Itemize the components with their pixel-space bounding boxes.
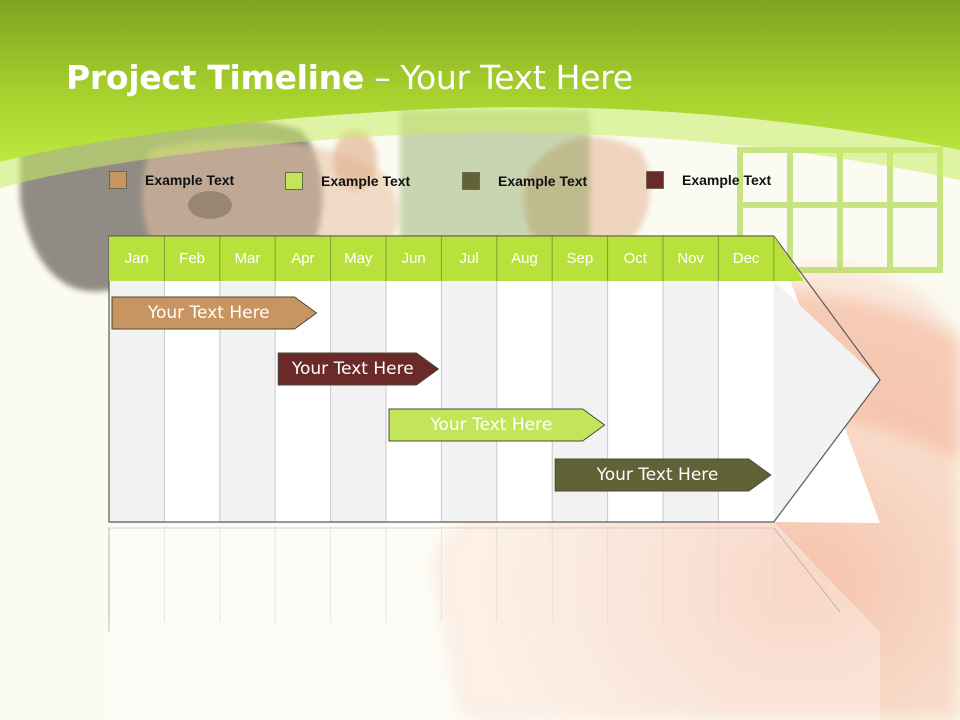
title-bold: Project Timeline: [66, 58, 364, 97]
month-header: [109, 235, 804, 281]
legend-label: Example Text: [682, 172, 772, 188]
month-label-sep: Sep: [566, 250, 594, 267]
month-label-feb: Feb: [179, 250, 206, 267]
task-bar-label: Your Text Here: [147, 303, 270, 323]
task-bar[interactable]: [388, 408, 606, 442]
task-bar[interactable]: [277, 352, 440, 386]
page-title: Project Timeline – Your Text Here: [66, 58, 633, 97]
month-label-may: May: [344, 250, 373, 267]
month-column: [164, 236, 220, 522]
month-label-dec: Dec: [732, 250, 760, 267]
legend-item: Example Text: [285, 170, 410, 192]
timeline-reflection: [108, 522, 880, 720]
legend-swatch: [109, 171, 127, 189]
month-label-jul: Jul: [459, 250, 479, 267]
month-label-aug: Aug: [511, 250, 538, 267]
legend-item: Example Text: [109, 169, 234, 191]
month-label-jan: Jan: [124, 250, 149, 267]
legend-swatch: [462, 172, 480, 190]
legend-label: Example Text: [498, 173, 588, 189]
task-bars: [111, 296, 772, 492]
legend-label: Example Text: [321, 173, 411, 189]
legend-label: Example Text: [145, 172, 235, 188]
task-bar[interactable]: [111, 296, 318, 330]
legend-swatch: [646, 171, 664, 189]
legend-item: Example Text: [646, 169, 771, 191]
month-label-jun: Jun: [401, 250, 426, 267]
task-bar-label: Your Text Here: [430, 415, 553, 435]
month-column: [496, 236, 553, 522]
legend-swatch: [285, 172, 303, 190]
title-rest: – Your Text Here: [363, 58, 633, 97]
month-column: [441, 236, 497, 522]
month-label-oct: Oct: [623, 250, 647, 267]
month-label-nov: Nov: [677, 250, 705, 267]
task-bar[interactable]: [554, 458, 772, 492]
month-label-mar: Mar: [234, 250, 261, 267]
month-label-apr: Apr: [291, 250, 315, 267]
month-column: [219, 236, 276, 522]
legend-item: Example Text: [462, 170, 587, 192]
task-bar-label: Your Text Here: [596, 465, 719, 485]
task-bar-label: Your Text Here: [291, 359, 414, 379]
month-column: [109, 236, 165, 522]
